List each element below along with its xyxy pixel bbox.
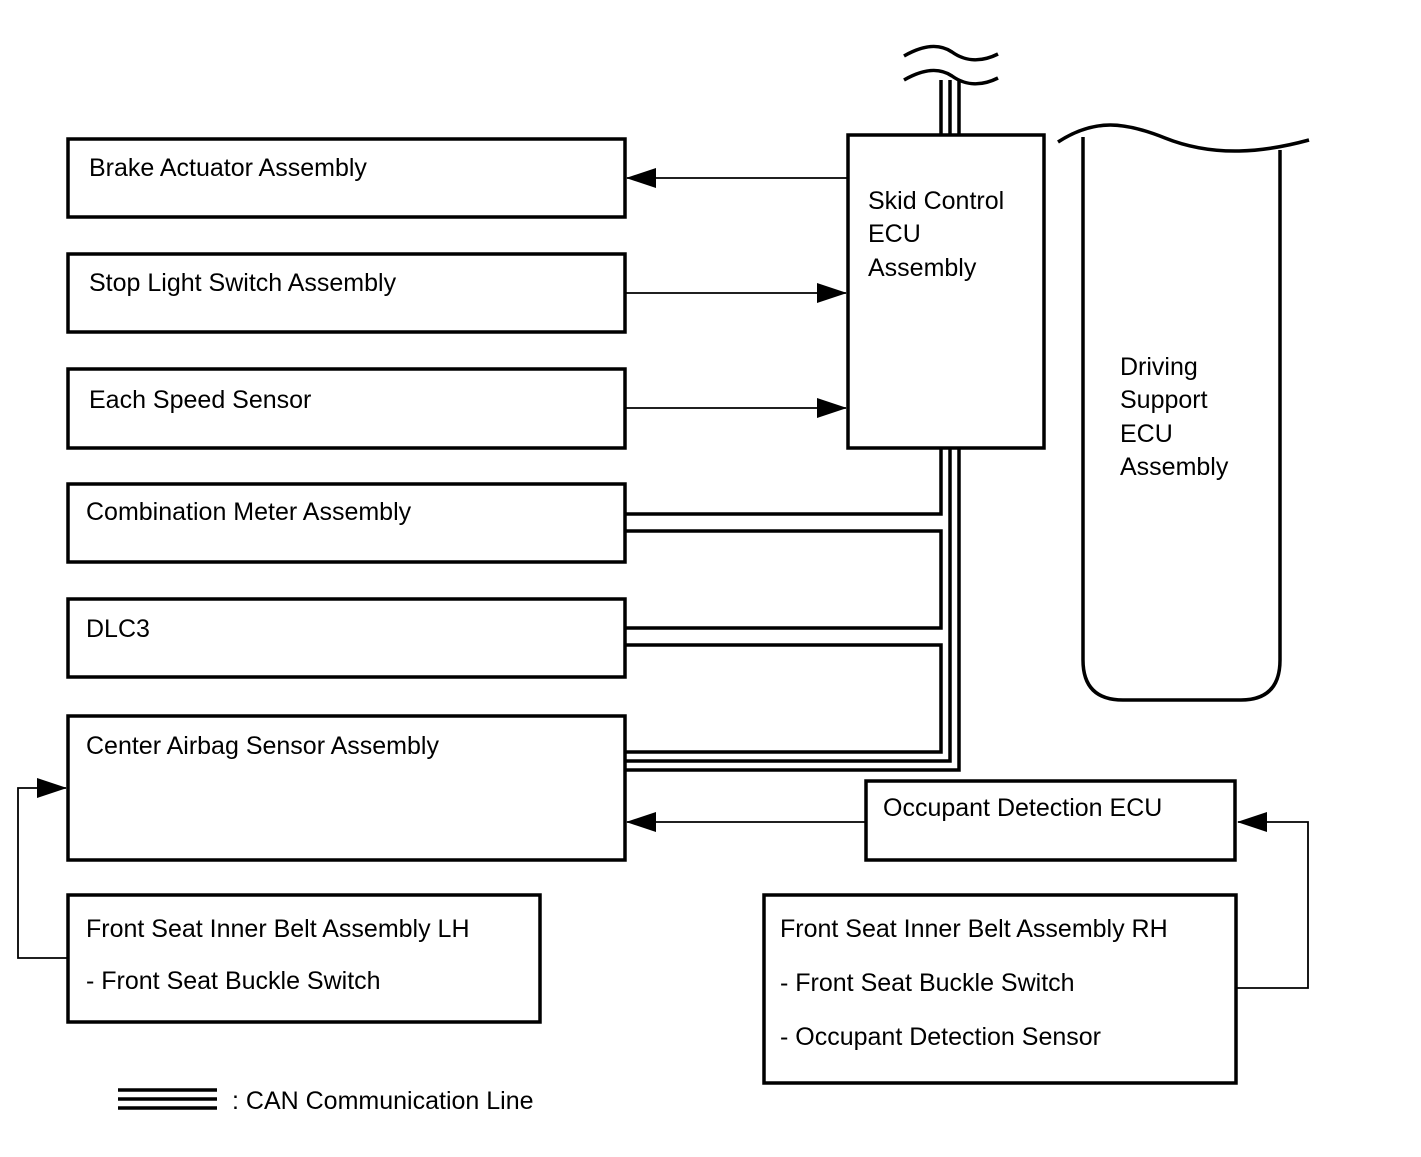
occupant-detection-ecu-label: Occupant Detection ECU bbox=[883, 794, 1163, 822]
belt-rh-item: - Front Seat Buckle Switch bbox=[780, 969, 1075, 997]
occupant-detection-ecu-box bbox=[864, 779, 1237, 862]
center-airbag-box bbox=[66, 714, 627, 862]
belt-rh-box bbox=[762, 893, 1238, 1085]
driving-support-label-line-3: ECU bbox=[1120, 420, 1173, 448]
stop-light-switch-label: Stop Light Switch Assembly bbox=[89, 269, 397, 297]
can-bus-lines bbox=[625, 80, 961, 772]
brake-actuator-label: Brake Actuator Assembly bbox=[89, 154, 367, 182]
combination-meter-label: Combination Meter Assembly bbox=[86, 498, 412, 526]
combination-meter-box bbox=[66, 482, 627, 564]
dlc3-box bbox=[66, 597, 627, 679]
skid-control-ecu-box bbox=[846, 133, 1046, 450]
driving-support-label-line-2: Support bbox=[1120, 386, 1208, 414]
center-airbag-label: Center Airbag Sensor Assembly bbox=[86, 732, 439, 760]
driving-support-ecu-box bbox=[1081, 137, 1282, 702]
driving-support-break-line bbox=[1057, 123, 1310, 153]
arrow-belt-lh-to-airbag bbox=[17, 778, 68, 959]
skid-control-label-line-1: Skid Control bbox=[868, 187, 1005, 215]
belt-lh-title: Front Seat Inner Belt Assembly LH bbox=[86, 915, 470, 943]
skid-control-label-line-3: Assembly bbox=[868, 254, 977, 282]
can-bus-break-symbol bbox=[903, 44, 999, 86]
belt-lh-item: - Front Seat Buckle Switch bbox=[86, 967, 381, 995]
legend-can-line-symbol bbox=[118, 1088, 217, 1110]
belt-rh-title: Front Seat Inner Belt Assembly RH bbox=[780, 915, 1168, 943]
belt-rh-item: - Occupant Detection Sensor bbox=[780, 1023, 1101, 1051]
arrow-belt-rh-to-occupant-ecu bbox=[1236, 812, 1309, 989]
dlc3-label: DLC3 bbox=[86, 615, 150, 643]
brake-actuator-box bbox=[66, 137, 627, 219]
legend-can-line-label: : CAN Communication Line bbox=[232, 1087, 534, 1115]
driving-support-label-line-1: Driving bbox=[1120, 353, 1198, 381]
driving-support-label-line-4: Assembly bbox=[1120, 453, 1229, 481]
speed-sensor-label: Each Speed Sensor bbox=[89, 386, 312, 414]
skid-control-label-line-2: ECU bbox=[868, 220, 921, 248]
